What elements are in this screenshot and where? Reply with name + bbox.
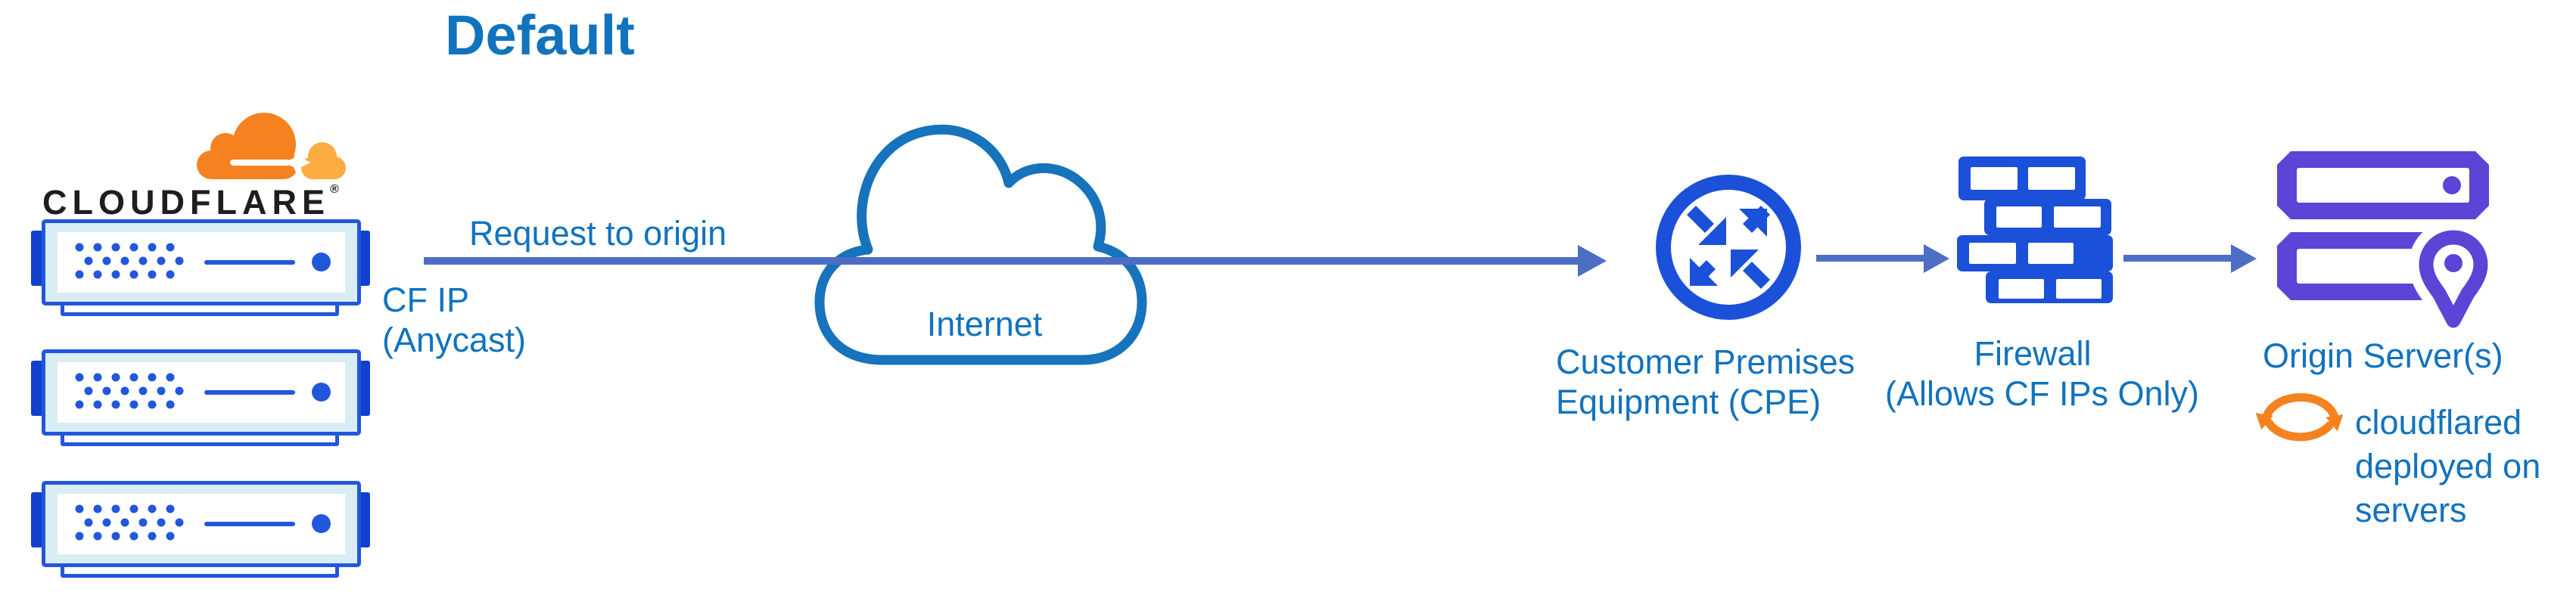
server-slot [204, 522, 295, 526]
cloudflared-note: cloudflared deployed on servers [2355, 401, 2540, 532]
cpe-label-line2: Equipment (CPE) [1556, 383, 1822, 421]
request-arrow-head-icon [1578, 245, 1607, 277]
cloudflare-wordmark-text: CLOUDFLARE [42, 183, 330, 222]
cloudflare-logo-icon [197, 113, 346, 179]
firewall-brick-icon [1957, 157, 2113, 303]
edge-server-rack-icon [30, 481, 371, 581]
origin-servers-icon [2277, 151, 2494, 331]
internet-cloud-icon [814, 124, 1147, 365]
cloudflared-note-line1: cloudflared [2355, 403, 2522, 442]
server-led [312, 383, 331, 402]
firewall-label: Firewall (Allows CF IPs Only) [1885, 333, 2200, 414]
server-slot [204, 260, 295, 265]
server-right-tab [358, 361, 370, 416]
server-led [312, 514, 331, 533]
cloudflare-wordmark: CLOUDFLARE® [42, 183, 360, 222]
cloudflared-refresh-icon [2255, 393, 2344, 442]
server-vent-dots-icon [75, 504, 184, 541]
cf-ip-line2: (Anycast) [382, 321, 527, 359]
cf-ip-line1: CF IP [382, 281, 470, 319]
firewall-label-line2: (Allows CF IPs Only) [1885, 374, 2200, 413]
server-right-tab [358, 231, 370, 286]
registered-mark: ® [329, 183, 339, 196]
server-body [42, 349, 361, 436]
page-title: Default [445, 4, 635, 67]
origin-server-bar-top [2277, 151, 2489, 219]
server-body [42, 219, 361, 305]
server-left-tab [31, 361, 43, 416]
server-right-tab [358, 492, 370, 547]
server-vent-dots-icon [75, 243, 184, 279]
server-left-tab [31, 231, 43, 286]
request-arrow-line [424, 257, 1579, 265]
cpe-label: Customer Premises Equipment (CPE) [1556, 342, 1855, 422]
server-left-tab [31, 492, 43, 547]
cf-ip-label: CF IP (Anycast) [382, 280, 526, 360]
cpe-to-firewall-arrow-head-icon [1924, 244, 1949, 273]
cpe-to-firewall-arrow-line [1816, 255, 1925, 262]
internet-label: Internet [926, 305, 1043, 343]
location-pin-icon [2409, 220, 2494, 331]
request-to-origin-label: Request to origin [469, 214, 727, 253]
server-led [312, 253, 331, 271]
firewall-label-line1: Firewall [1974, 334, 2092, 373]
cloudflared-note-line2: deployed on [2355, 447, 2541, 485]
cpe-label-line1: Customer Premises [1556, 343, 1856, 381]
firewall-to-origin-arrow-line [2123, 255, 2232, 262]
cloudflared-note-line3: servers [2355, 491, 2467, 529]
server-slot [204, 390, 295, 395]
edge-server-rack-icon [30, 219, 371, 319]
cpe-router-icon [1656, 175, 1801, 320]
edge-server-rack-icon [30, 349, 371, 449]
server-vent-dots-icon [75, 373, 184, 409]
firewall-to-origin-arrow-head-icon [2231, 244, 2257, 273]
origin-servers-label: Origin Server(s) [2263, 336, 2503, 375]
